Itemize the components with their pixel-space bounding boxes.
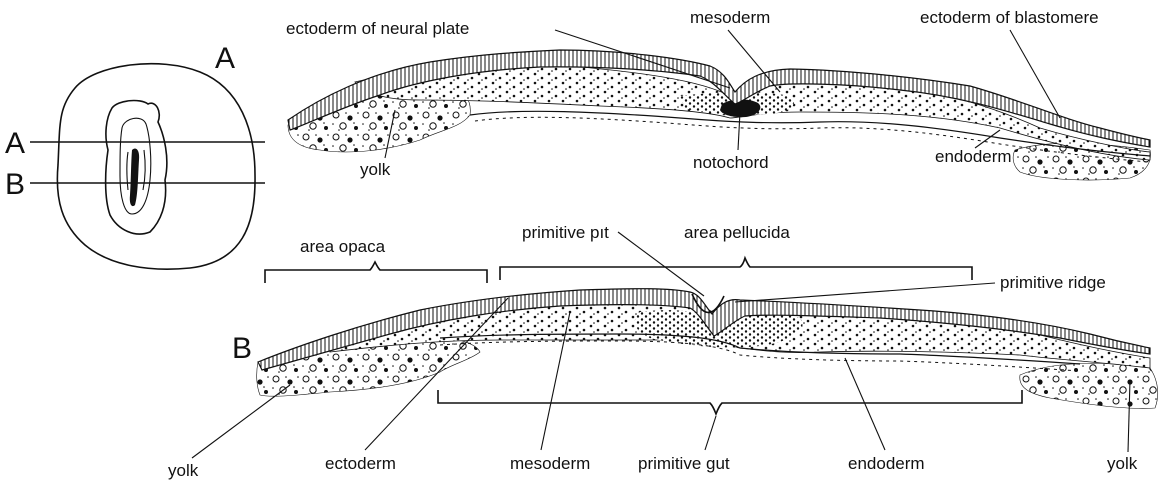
label-primitive-pit: primitive pıt <box>522 223 609 242</box>
section-a-marker: A <box>215 42 235 75</box>
label-notochord: notochord <box>693 153 769 172</box>
label-primitive-gut: primitive gut <box>638 454 730 473</box>
leader-yolk-left-b <box>192 385 290 458</box>
embryo-inset: A B <box>5 64 265 269</box>
leader-primitive-gut <box>705 416 716 450</box>
label-area-pellucida: area pellucida <box>684 223 790 242</box>
label-mesoderm-a: mesoderm <box>690 8 770 27</box>
inset-label-b: B <box>5 168 25 201</box>
primitive-streak <box>130 148 139 206</box>
leader-endoderm-b <box>845 358 885 450</box>
section-a: A ectoderm of neural plate mesoderm ecto… <box>215 8 1150 180</box>
label-endoderm-b: endoderm <box>848 454 925 473</box>
label-mesoderm-b: mesoderm <box>510 454 590 473</box>
leader-notochord <box>738 112 740 150</box>
label-ectoderm-blastomere: ectoderm of blastomere <box>920 8 1099 27</box>
streak-line-right <box>143 150 145 190</box>
blastoderm-outline <box>57 64 255 269</box>
brace-area-pellucida <box>500 258 972 280</box>
label-ectoderm-neural-plate: ectoderm of neural plate <box>286 19 469 38</box>
section-b: B area opaca primitive pıt area pellucid… <box>168 223 1158 480</box>
leader-endoderm-a <box>975 130 1000 148</box>
section-b-marker: B <box>232 332 252 365</box>
yolk-mass-right-b <box>1020 363 1158 408</box>
label-ectoderm-b: ectoderm <box>325 454 396 473</box>
label-yolk-a: yolk <box>360 160 391 179</box>
label-area-opaca: area opaca <box>300 237 386 256</box>
brace-area-opaca <box>265 262 487 283</box>
label-primitive-ridge: primitive ridge <box>1000 273 1106 292</box>
streak-line-left <box>127 152 128 190</box>
inset-label-a: A <box>5 127 25 160</box>
leader-primitive-ridge <box>735 283 995 302</box>
label-yolk-right-b: yolk <box>1107 454 1138 473</box>
label-endoderm-a: endoderm <box>935 147 1012 166</box>
brace-primitive-gut <box>438 390 1022 414</box>
label-yolk-left-b: yolk <box>168 461 199 480</box>
